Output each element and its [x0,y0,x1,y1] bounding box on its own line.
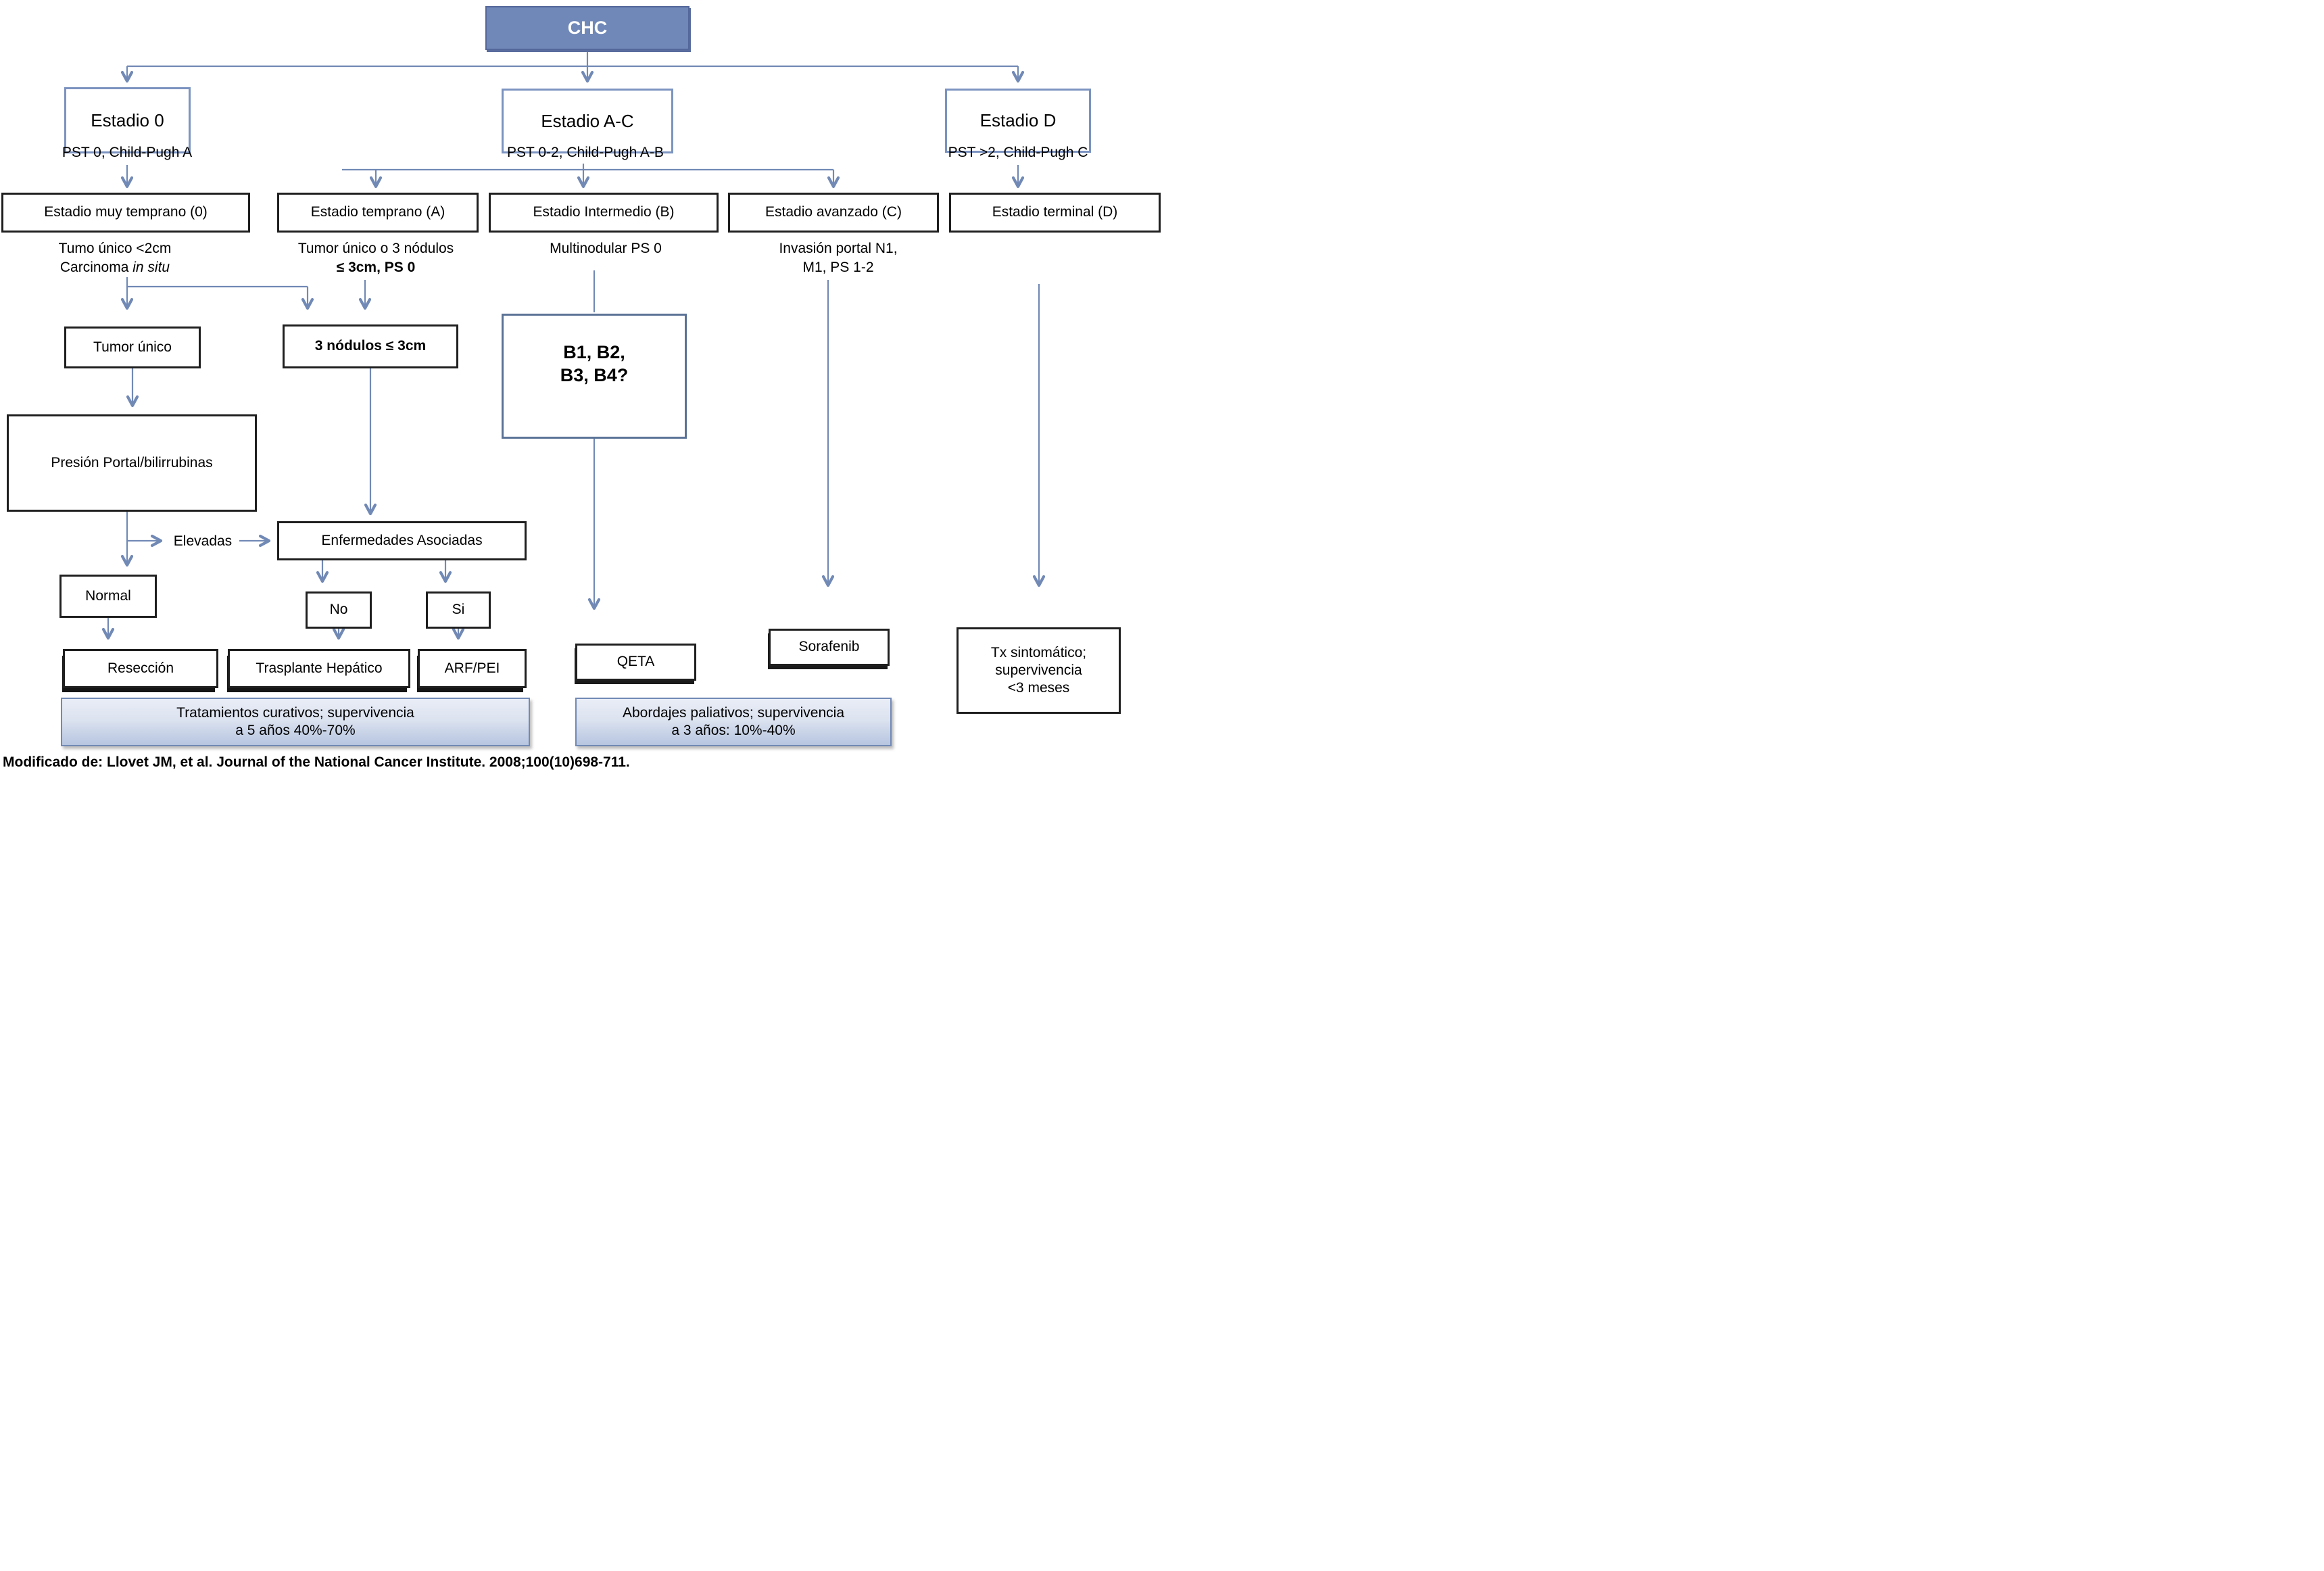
node-no: No [306,591,372,629]
node-abordajes-paliativos: Abordajes paliativos; supervivencia a 3 … [575,698,892,746]
criteria-line: Tumor único o 3 nódulos [297,241,454,256]
node-reseccion: Resección [63,649,218,688]
node-estadio-intermedio-b: Estadio Intermedio (B) [489,193,719,233]
node-enfermedades-asociadas: Enfermedades Asociadas [277,521,527,560]
node-b1-b4-question: B1, B2, B3, B4? [502,314,687,439]
node-chc: CHC [485,6,689,50]
node-si: Si [426,591,491,629]
criteria-line-italic: in situ [132,259,170,275]
node-estadio-avanzado-c: Estadio avanzado (C) [728,193,939,233]
label-criteria-estadio-0: Tumo único <2cm Carcinoma in situ [14,239,216,276]
node-tx-sintomatico: Tx sintomático; supervivencia <3 meses [957,627,1121,714]
node-presion-portal: Presión Portal/bilirrubinas [7,414,257,512]
node-estadio-a-c: Estadio A-C [502,89,673,153]
label-elevadas: Elevadas [173,533,233,549]
node-trasplante-hepatico: Trasplante Hepático [228,649,410,688]
node-tumor-unico: Tumor único [64,327,201,368]
bclc-flowchart: CHC Estadio 0 Estadio A-C Estadio D PST … [0,0,1162,786]
node-arf-pei: ARF/PEI [418,649,527,688]
node-3-nodulos: 3 nódulos ≤ 3cm [283,324,458,368]
node-estadio-temprano-a: Estadio temprano (A) [277,193,479,233]
node-normal: Normal [59,575,157,618]
label-pst-d: PST >2, Child-Pugh C [948,145,1088,160]
node-estadio-d: Estadio D [945,89,1091,153]
label-pst-0: PST 0, Child-Pugh A [62,145,193,160]
node-tratamientos-curativos: Tratamientos curativos; supervivencia a … [61,698,530,746]
criteria-line: Tumo único <2cm [58,241,172,256]
criteria-line: Carcinoma [59,259,133,275]
label-pst-a-c: PST 0-2, Child-Pugh A-B [507,145,664,160]
node-estadio-terminal-d: Estadio terminal (D) [949,193,1161,233]
node-qeta: QETA [575,644,696,681]
label-criteria-estadio-a: Tumor único o 3 nódulos ≤ 3cm, PS 0 [274,239,477,276]
node-sorafenib: Sorafenib [769,629,890,666]
criteria-line-bold: ≤ 3cm, PS 0 [336,259,416,275]
connector-line [126,277,308,288]
node-estadio-0: Estadio 0 [64,87,191,153]
label-criteria-estadio-b: Multinodular PS 0 [550,241,662,256]
connector-layer [101,50,1046,640]
label-criteria-estadio-c: Invasión portal N1, M1, PS 1-2 [779,241,898,275]
source-caption: Modificado de: Llovet JM, et al. Journal… [3,754,630,770]
node-estadio-muy-temprano: Estadio muy temprano (0) [1,193,250,233]
